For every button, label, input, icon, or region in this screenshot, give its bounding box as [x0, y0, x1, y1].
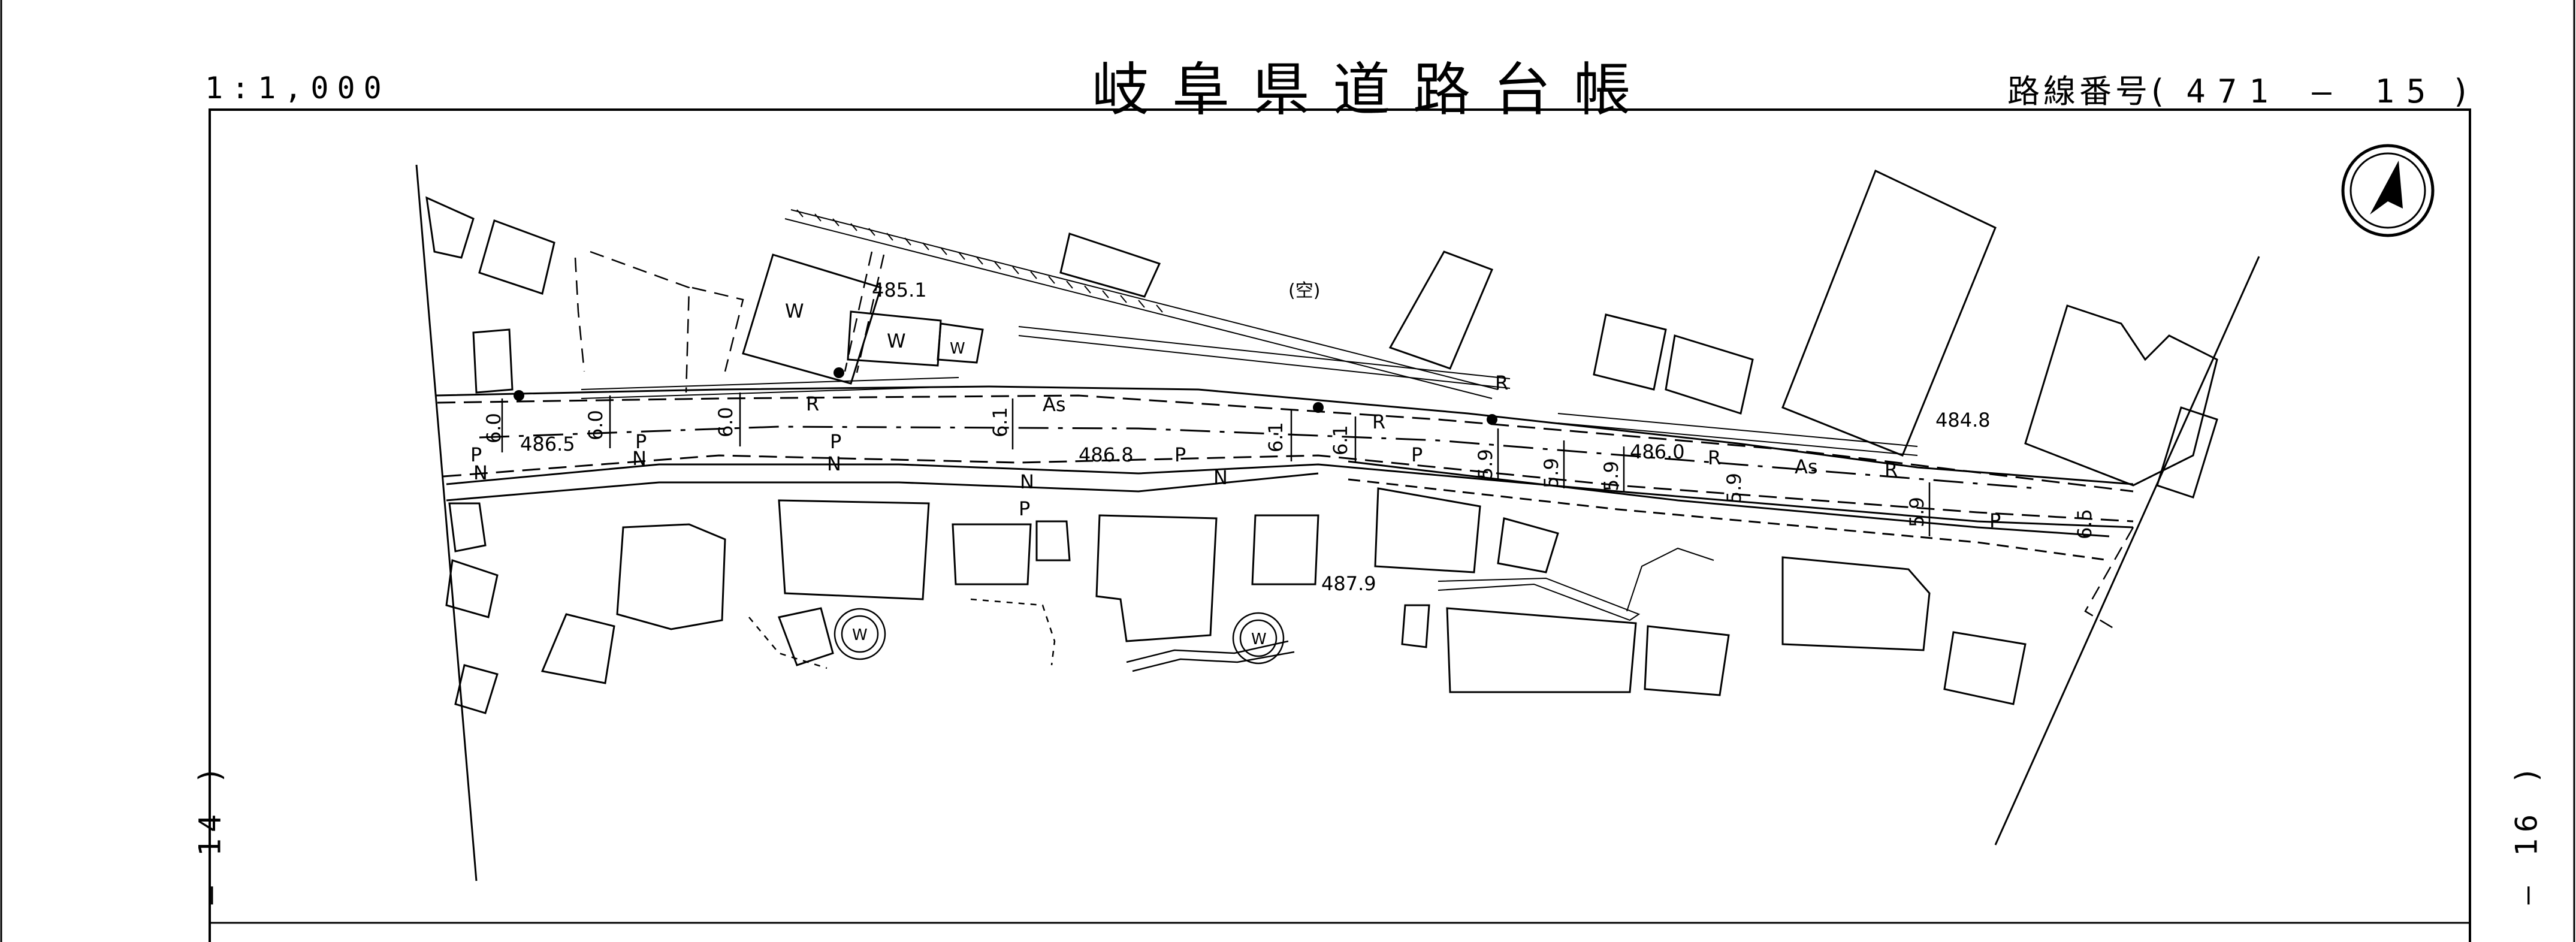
north-arrow-icon: [2341, 144, 2435, 237]
map-labels: 486.5 486.8 487.9 486.0 484.8 485.1 As A…: [470, 279, 2096, 648]
n-mark: N: [473, 461, 488, 484]
width-label: 5.9: [1723, 473, 1745, 503]
pole-mark: P: [1174, 443, 1186, 466]
elevation-label: 486.0: [1630, 440, 1685, 463]
width-label: 5.9: [1905, 497, 1928, 527]
water-label: W: [950, 340, 965, 358]
n-mark: N: [632, 447, 647, 470]
pole-mark: P: [470, 443, 482, 466]
next-sheet-ref: — 16 ): [2509, 760, 2544, 905]
width-label: 6.0: [714, 407, 737, 437]
n-mark: N: [1213, 466, 1228, 489]
route-value: 471 — 15: [2186, 73, 2438, 110]
surface-label: As: [1043, 393, 1066, 416]
water-label: W: [1251, 630, 1267, 648]
prev-sheet-ref: — 14 ): [192, 760, 228, 905]
n-mark: N: [1020, 470, 1034, 493]
elevation-label: 487.9: [1321, 572, 1376, 595]
route-open: (: [2151, 73, 2170, 110]
pole-mark: P: [1411, 443, 1423, 466]
width-label: 5.9: [1540, 458, 1563, 488]
curb-mark: R: [1372, 410, 1385, 433]
page-title: 岐阜県道路台帳: [1092, 56, 1654, 123]
pole-mark: P: [830, 430, 841, 453]
water-label: W: [887, 330, 906, 352]
width-label: 5.9: [1474, 449, 1497, 479]
vacant-label: (空): [1288, 280, 1320, 301]
curb-mark: R: [806, 393, 819, 415]
pole-mark: P: [635, 430, 647, 453]
width-label: 5.9: [1600, 461, 1623, 491]
route-label: 路線番号: [2007, 73, 2151, 110]
width-label: 6.0: [482, 413, 505, 443]
route-number: 路線番号( 471 — 15 ): [2007, 65, 2473, 112]
surface-label: As: [1795, 455, 1818, 478]
elevation-label: 486.8: [1079, 443, 1134, 466]
width-label: 6.1: [989, 407, 1011, 437]
width-label: 6.5: [2073, 509, 2096, 539]
pole-mark: P: [1019, 497, 1030, 520]
water-label: W: [852, 626, 868, 644]
elevation-label: 485.1: [872, 279, 927, 301]
pole-mark: P: [1989, 509, 2001, 532]
elevation-label: 486.5: [520, 433, 575, 455]
route-close: ): [2454, 73, 2473, 110]
width-label: 6.1: [1329, 425, 1352, 455]
elevation-label: 484.8: [1935, 409, 1991, 431]
width-label: 6.1: [1264, 422, 1287, 452]
drawing-border: [209, 108, 2471, 942]
curb-mark: R: [1495, 372, 1508, 394]
map-scale: 1:1,000: [205, 71, 390, 105]
curb-mark: R: [1885, 458, 1898, 481]
road-plan: [415, 164, 2260, 881]
curb-mark: R: [1708, 446, 1721, 469]
water-label: W: [785, 300, 804, 322]
width-label: 6.0: [584, 410, 607, 440]
n-mark: N: [827, 452, 841, 475]
